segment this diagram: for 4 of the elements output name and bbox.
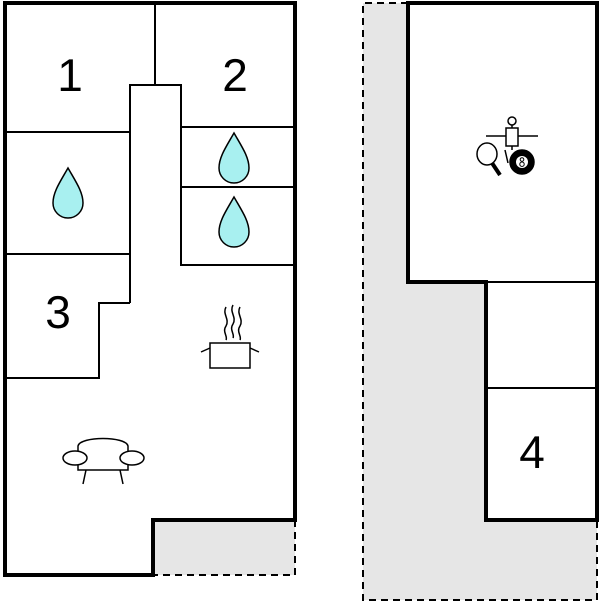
room-number: 1 (57, 52, 83, 98)
room-number: 3 (45, 289, 71, 335)
room-number: 4 (519, 429, 545, 475)
room-number: 2 (222, 52, 248, 98)
